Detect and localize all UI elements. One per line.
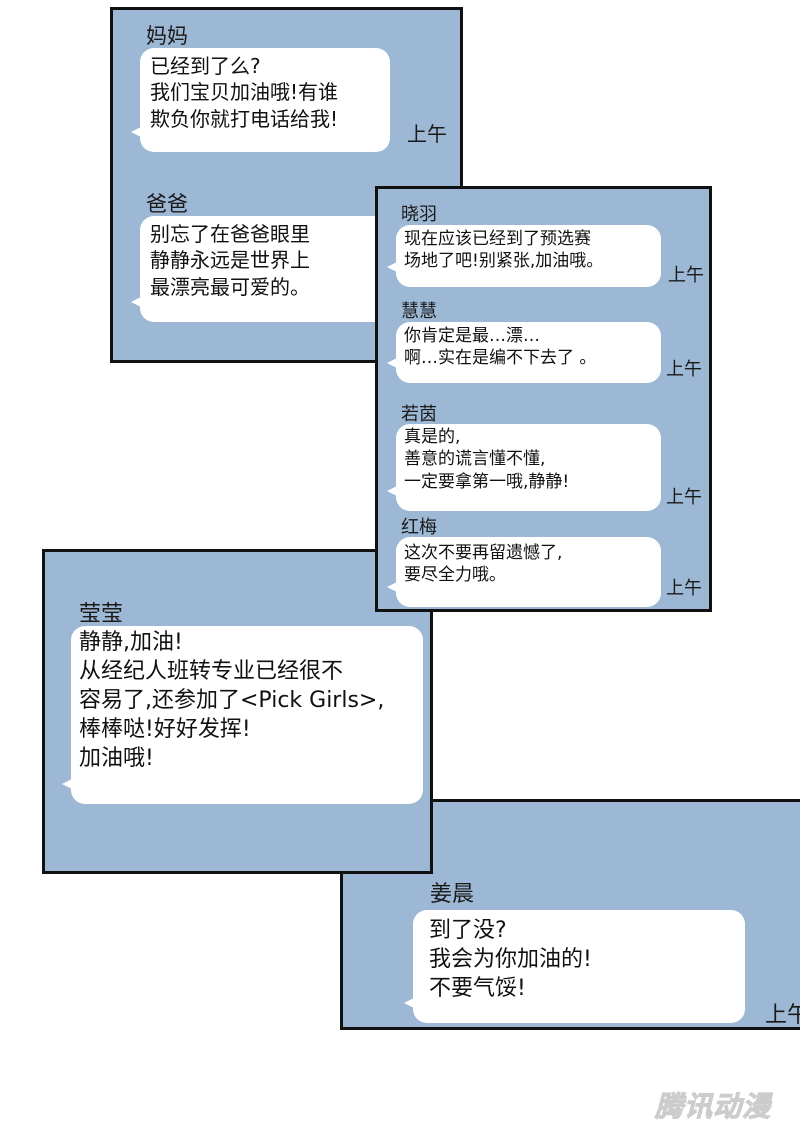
chat-panel-parents: 妈妈 已经到了么? 我们宝贝加油哦!有谁 欺负你就打电话给我! 上午 爸爸 别忘… bbox=[110, 7, 463, 363]
message-bubble: 你肯定是最…漂… 啊…实在是编不下去了 。 bbox=[387, 322, 661, 383]
message-bubble: 真是的, 善意的谎言懂不懂, 一定要拿第一哦,静静! bbox=[387, 424, 661, 511]
sender-name: 慧慧 bbox=[401, 301, 437, 322]
watermark-logo: 腾讯动漫 bbox=[654, 1090, 772, 1124]
message-time: 上午 bbox=[765, 1003, 800, 1028]
message-bubble: 到了没? 我会为你加油的! 不要气馁! bbox=[404, 910, 745, 1023]
message-bubble: 静静,加油! 从经纪人班转专业已经很不 容易了,还参加了<Pick Girls>… bbox=[62, 626, 423, 804]
message-time: 上午 bbox=[666, 359, 702, 380]
sender-name: 晓羽 bbox=[401, 204, 437, 225]
sender-name: 姜晨 bbox=[430, 882, 475, 907]
message-bubble: 这次不要再留遗憾了, 要尽全力哦。 bbox=[387, 537, 661, 607]
sender-name: 莹莹 bbox=[79, 602, 124, 627]
message-time: 上午 bbox=[668, 265, 704, 286]
chat-panel-friends: 晓羽 现在应该已经到了预选赛 场地了吧!别紧张,加油哦。 上午 慧慧 你肯定是最… bbox=[375, 186, 712, 612]
message-bubble: 现在应该已经到了预选赛 场地了吧!别紧张,加油哦。 bbox=[387, 225, 661, 287]
chat-panel-yingying: 莹莹 静静,加油! 从经纪人班转专业已经很不 容易了,还参加了<Pick Gir… bbox=[42, 549, 433, 874]
sender-name: 妈妈 bbox=[146, 24, 188, 48]
sender-name: 红梅 bbox=[401, 517, 437, 538]
sender-name: 若茵 bbox=[401, 404, 437, 425]
message-time: 上午 bbox=[666, 578, 702, 599]
message-bubble: 已经到了么? 我们宝贝加油哦!有谁 欺负你就打电话给我! bbox=[131, 48, 390, 152]
message-time: 上午 bbox=[407, 122, 447, 146]
sender-name: 爸爸 bbox=[146, 192, 188, 216]
message-time: 上午 bbox=[666, 487, 702, 508]
message-bubble: 别忘了在爸爸眼里 静静永远是世界上 最漂亮最可爱的。 bbox=[131, 216, 390, 322]
